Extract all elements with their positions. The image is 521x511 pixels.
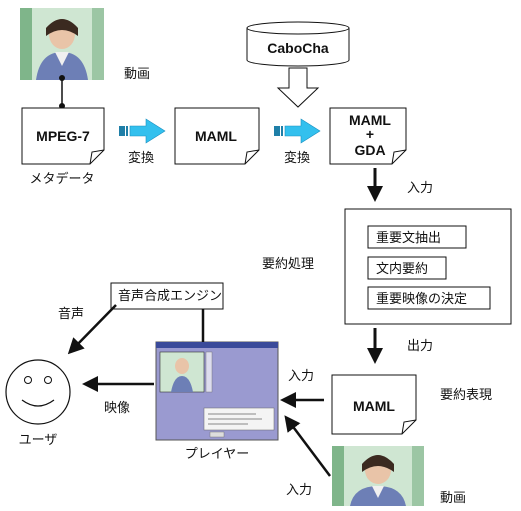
user-smiley-icon [5, 359, 71, 425]
output-label: 出力 [407, 339, 433, 354]
block-arrow-convert-2 [274, 118, 321, 144]
maml-gda-label-1: MAML [349, 112, 391, 128]
video-thumbnail-bottom [332, 446, 424, 506]
maml-gda-document [329, 107, 407, 165]
input-label-1: 入力 [407, 181, 433, 196]
input-label-3: 入力 [286, 483, 312, 498]
block-arrow-convert-1 [119, 118, 166, 144]
input-label-2: 入力 [288, 369, 314, 384]
convert-label-2: 変換 [284, 150, 310, 166]
video-bottom-label: 動画 [440, 491, 466, 506]
cabocha-label: CaboCha [267, 40, 329, 56]
maml-document-2 [331, 374, 417, 435]
maml-gda-plus: + [366, 126, 374, 142]
user-label: ユーザ [19, 433, 58, 448]
player-window [155, 341, 279, 441]
video-top-label: 動画 [124, 67, 150, 82]
summary-processing-label: 要約処理 [262, 257, 314, 272]
mpeg7-document [21, 107, 105, 165]
maml-document-1 [174, 107, 260, 165]
step-box-1 [367, 225, 467, 249]
voice-label: 音声 [58, 306, 84, 322]
image-label: 映像 [104, 401, 130, 416]
step-box-3 [367, 286, 491, 310]
player-label: プレイヤー [185, 447, 250, 462]
video-thumbnail-top [20, 8, 104, 80]
maml-1-label: MAML [195, 128, 237, 144]
tts-engine-label: 音声合成エンジン [118, 288, 222, 304]
connector-dot [59, 75, 65, 81]
step-3-label: 重要映像の決定 [376, 291, 467, 307]
maml-gda-label-2: GDA [354, 142, 385, 158]
metadata-label: メタデータ [29, 171, 94, 187]
tts-engine-box [110, 282, 224, 310]
cabocha-database [246, 21, 350, 67]
arrow-input-3 [284, 415, 331, 477]
maml-2-label: MAML [353, 398, 395, 414]
step-box-2 [367, 256, 447, 280]
summary-expression-label: 要約表現 [440, 388, 492, 403]
step-2-label: 文内要約 [376, 261, 428, 277]
convert-label-1: 変換 [128, 150, 154, 166]
arrow-voice [67, 304, 117, 355]
hollow-arrow-cabocha [276, 67, 320, 108]
step-1-label: 重要文抽出 [376, 230, 441, 246]
mpeg7-label: MPEG-7 [36, 128, 90, 144]
